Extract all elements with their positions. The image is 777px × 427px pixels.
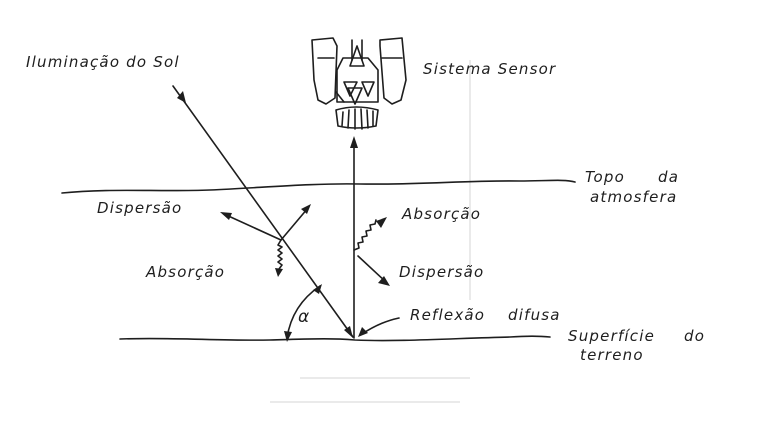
label-diffuse-reflection-2: difusa <box>508 306 561 324</box>
reflected-ray <box>350 136 358 339</box>
label-scattering-right: Dispersão <box>399 263 484 281</box>
label-angle-alpha: α <box>298 307 310 327</box>
label-top-atmosphere-atmosfera: atmosfera <box>590 188 677 206</box>
scattering-arrow-right <box>357 255 390 286</box>
label-absorption-right: Absorção <box>401 205 481 223</box>
label-sun-illumination: Iluminação do Sol <box>26 53 180 71</box>
label-top-atmosphere-da: da <box>658 168 679 186</box>
atmosphere-top-line <box>61 179 576 194</box>
label-top-atmosphere-topo: Topo <box>585 168 625 186</box>
label-diffuse-reflection-1: Reflexão <box>410 306 485 324</box>
scattering-point-left <box>220 204 311 277</box>
label-scattering-left: Dispersão <box>97 199 182 217</box>
label-absorption-left: Absorção <box>145 263 225 281</box>
label-terrain-surface-do: do <box>684 327 705 345</box>
label-sensor-system: Sistema Sensor <box>423 60 556 78</box>
angle-alpha-arc <box>284 284 322 342</box>
diffuse-reflection-pointer <box>358 317 400 337</box>
terrain-surface-line <box>119 335 551 342</box>
label-terrain-surface-terreno: terreno <box>580 346 644 364</box>
satellite-sensor-icon <box>311 37 407 130</box>
label-terrain-surface-superficie: Superfície <box>568 327 655 345</box>
absorption-arrow-right <box>353 217 387 251</box>
sun-ray <box>172 85 354 338</box>
scan-artifacts <box>270 60 471 403</box>
